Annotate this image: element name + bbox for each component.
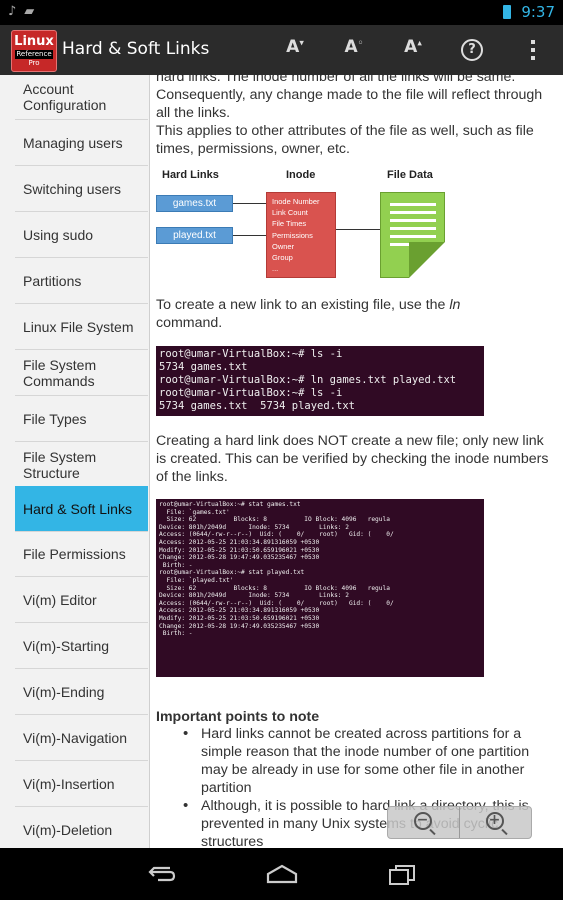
zoom-in-button[interactable]: + — [460, 807, 531, 838]
sidebar-item-hard-soft-links[interactable]: Hard & Soft Links — [15, 486, 148, 532]
paragraph-create-link: To create a new link to an existing file… — [156, 297, 461, 331]
paragraph-consequence: Consequently, any change made to the fil… — [156, 87, 543, 121]
diagram-heading-links: Hard Links — [162, 169, 219, 181]
paragraph-attributes: This applies to other attributes of the … — [156, 123, 534, 157]
back-button[interactable] — [142, 862, 182, 886]
logo-line-2: Reference — [15, 50, 53, 59]
sidebar-item-vim-starting[interactable]: Vi(m)-Starting — [15, 624, 148, 669]
status-bar: ♪ ▰ 9:37 — [0, 0, 563, 25]
diagram-file-games: games.txt — [156, 195, 233, 212]
points-heading: Important points to note — [156, 709, 320, 725]
page-title: Hard & Soft Links — [62, 39, 210, 59]
zoom-in-icon: + — [485, 811, 504, 830]
sidebar-item-file-system-commands[interactable]: File System Commands — [15, 351, 148, 396]
gamepad-notification-icon: ▰ — [24, 4, 35, 19]
home-button[interactable] — [262, 862, 302, 886]
inode-field: Group — [272, 253, 293, 263]
sidebar-item-file-system-structure[interactable]: File System Structure — [15, 443, 148, 488]
file-document-icon — [380, 192, 445, 278]
font-decrease-icon[interactable]: A▾ — [286, 37, 304, 57]
recent-apps-button[interactable] — [382, 862, 422, 886]
paragraph-cut: hard links. The inode number of all the … — [156, 75, 516, 85]
paragraph-hard-link-note: Creating a hard link does NOT create a n… — [156, 433, 549, 485]
sidebar-item-file-types[interactable]: File Types — [15, 397, 148, 442]
logo-line-3: Pro — [28, 59, 40, 67]
battery-icon — [503, 5, 511, 19]
sidebar-item-vim-insertion[interactable]: Vi(m)-Insertion — [15, 762, 148, 807]
diagram-heading-data: File Data — [387, 169, 433, 181]
zoom-out-button[interactable]: − — [388, 807, 460, 838]
sidebar-item-linux-file-system[interactable]: Linux File System — [15, 305, 148, 350]
back-icon — [148, 866, 176, 882]
sidebar-item-file-permissions[interactable]: File Permissions — [15, 532, 148, 577]
music-notification-icon: ♪ — [8, 4, 17, 19]
status-time: 9:37 — [521, 3, 555, 21]
sidebar-item-partitions[interactable]: Partitions — [15, 259, 148, 304]
hard-link-diagram: Hard Links Inode File Data games.txt pla… — [156, 167, 456, 282]
action-bar: Linux Reference Pro Hard & Soft Links A▾… — [0, 25, 563, 75]
inode-field: Inode Number — [272, 197, 320, 206]
inode-field: File Times — [272, 219, 307, 229]
home-icon — [266, 864, 298, 884]
font-default-icon[interactable]: A◦ — [344, 37, 364, 57]
sidebar-item-managing-users[interactable]: Managing users — [15, 121, 148, 166]
overflow-menu-icon[interactable] — [527, 38, 539, 64]
navigation-bar — [0, 848, 563, 900]
diagram-heading-inode: Inode — [286, 169, 316, 181]
zoom-control: − + — [387, 806, 532, 839]
app-logo[interactable]: Linux Reference Pro — [11, 30, 57, 72]
terminal-ls-output: root@umar-VirtualBox:~# ls -i 5734 games… — [156, 346, 484, 416]
diagram-file-played: played.txt — [156, 227, 233, 244]
sidebar-item-account-configuration[interactable]: Account Configuration — [15, 75, 148, 120]
zoom-out-icon: − — [413, 811, 432, 830]
inode-field: ... — [272, 264, 279, 274]
article-content[interactable]: hard links. The inode number of all the … — [150, 75, 563, 848]
recent-apps-icon — [389, 865, 415, 885]
sidebar-item-vim-ending[interactable]: Vi(m)-Ending — [15, 670, 148, 715]
terminal-stat-output: root@umar-VirtualBox:~# stat games.txt F… — [156, 499, 484, 677]
inode-field: Permissions — [272, 230, 313, 240]
logo-line-1: Linux — [14, 34, 54, 49]
inode-field: Link Count — [272, 208, 308, 218]
sidebar-item-vim-deletion[interactable]: Vi(m)-Deletion — [15, 808, 148, 848]
sidebar-item-using-sudo[interactable]: Using sudo — [15, 213, 148, 258]
font-increase-icon[interactable]: A▴ — [404, 37, 422, 57]
sidebar-item-switching-users[interactable]: Switching users — [15, 167, 148, 212]
diagram-inode-box: Inode Number Link Count File Times Permi… — [266, 192, 336, 278]
help-icon[interactable]: ? — [461, 39, 483, 61]
inode-field: Owner — [272, 241, 295, 251]
sidebar-item-vim-navigation[interactable]: Vi(m)-Navigation — [15, 716, 148, 761]
sidebar: Account Configuration Managing users Swi… — [0, 75, 150, 848]
sidebar-item-vim-editor[interactable]: Vi(m) Editor — [15, 578, 148, 623]
list-item: Hard links cannot be created across part… — [156, 725, 556, 797]
ln-command: ln — [449, 297, 461, 313]
